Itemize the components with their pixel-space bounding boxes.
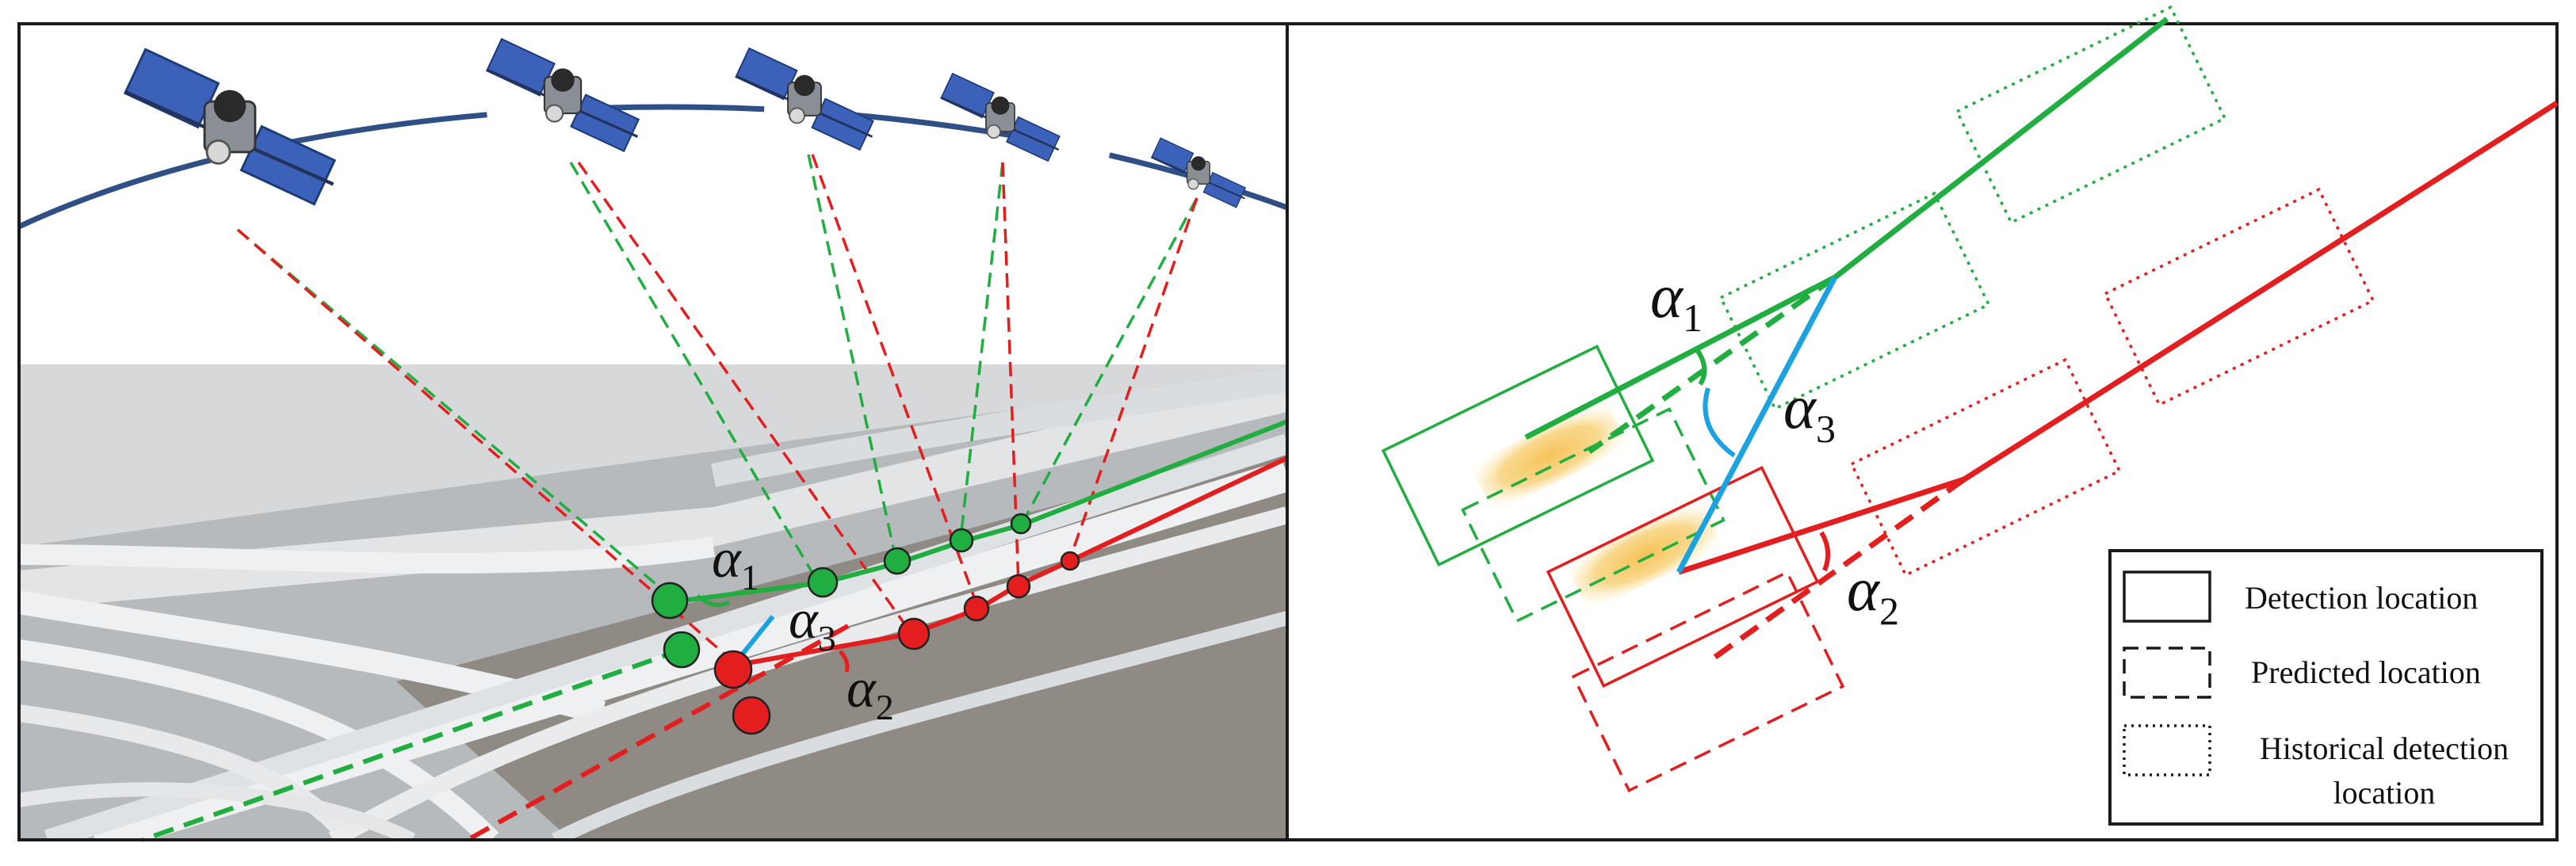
satellite-icon xyxy=(734,47,875,151)
vehicle-1 xyxy=(1470,398,1630,513)
red-prediction-line xyxy=(466,624,850,842)
angle-arc-1-right xyxy=(1694,347,1707,386)
red-track-right xyxy=(1677,101,2559,575)
right-panel: α1 α3 α2 Detection location Predicted lo… xyxy=(1286,5,2559,841)
green-prediction-line xyxy=(142,647,682,842)
alpha-2-label: α2 xyxy=(847,658,894,727)
red-track xyxy=(732,456,1289,668)
green-prediction-line-right xyxy=(1587,275,1837,454)
blue-connector-line-right xyxy=(1676,276,1838,574)
satellite-icon xyxy=(125,49,334,204)
legend-label-historical-1: Historical detection xyxy=(2260,731,2509,766)
angle-arc-3-right xyxy=(1703,387,1736,458)
green-track xyxy=(669,419,1289,605)
alpha-1-label: α1 xyxy=(712,528,759,597)
legend-swatch-predicted xyxy=(2123,647,2211,699)
legend: Detection location Predicted location Hi… xyxy=(2108,549,2544,826)
right-panel-border xyxy=(1286,22,2559,841)
detection-boxes xyxy=(1381,345,1820,688)
legend-box xyxy=(2108,549,2544,826)
legend-label-predicted: Predicted location xyxy=(2251,654,2481,690)
historical-detection-boxes xyxy=(1718,5,2375,578)
angle-arc-1 xyxy=(696,594,731,608)
alpha-1-label-right: α1 xyxy=(1650,261,1703,340)
legend-label-historical-2: location xyxy=(2333,775,2436,811)
red-prediction-line-right xyxy=(1710,477,1966,662)
legend-swatch-detection xyxy=(2123,570,2211,623)
satellite-icon xyxy=(485,37,640,153)
legend-swatch-historical xyxy=(2123,724,2211,776)
vehicle-2 xyxy=(1565,497,1725,612)
green-track-right xyxy=(1524,17,2169,441)
predicted-boxes xyxy=(1461,406,1845,792)
satellite-link-lines xyxy=(236,154,1198,663)
satellite-icon xyxy=(1150,137,1247,208)
alpha-2-label-right: α2 xyxy=(1847,555,1899,633)
angle-arc-2 xyxy=(839,650,850,673)
position-markers xyxy=(651,513,1080,735)
alpha-3-label: α3 xyxy=(789,589,836,658)
legend-label-detection: Detection location xyxy=(2245,580,2478,616)
left-panel: α1 α3 α2 xyxy=(17,22,1289,842)
angle-arc-2-right xyxy=(1819,531,1831,572)
satellite-icon xyxy=(940,72,1061,162)
alpha-3-label-right: α3 xyxy=(1783,372,1836,451)
